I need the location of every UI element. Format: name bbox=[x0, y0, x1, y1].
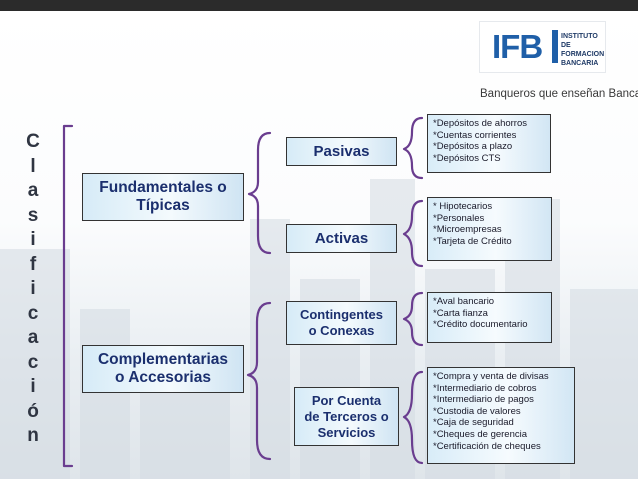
title-letter: ó bbox=[27, 400, 39, 422]
pasivas-details: *Depósitos de ahorros *Cuentas corriente… bbox=[427, 114, 551, 173]
pasivas-box: Pasivas bbox=[286, 137, 397, 166]
title-letter: a bbox=[27, 327, 39, 348]
main-bracket bbox=[62, 124, 74, 468]
title-letter: f bbox=[29, 253, 37, 275]
logo-subtitle: INSTITUTO DE FORMACION BANCARIA bbox=[561, 33, 605, 67]
title-letter: c bbox=[27, 302, 39, 324]
complementarias-box: Complementarias o Accesorias bbox=[82, 345, 244, 393]
por-cuenta-box: Por Cuenta de Terceros o Servicios bbox=[294, 387, 399, 446]
logo-letters: IFB bbox=[492, 28, 543, 65]
vertical-title: C l a s i f i c a c i ó n bbox=[23, 130, 43, 449]
title-letter: i bbox=[30, 278, 36, 299]
brace-complementarias bbox=[246, 301, 272, 461]
logo-slogan: Banqueros que enseñan Banca bbox=[480, 88, 638, 100]
brace-por-cuenta bbox=[402, 370, 424, 465]
title-letter: c bbox=[27, 351, 39, 373]
title-letter: a bbox=[27, 180, 39, 201]
top-bar bbox=[0, 0, 638, 11]
title-letter: n bbox=[27, 425, 39, 446]
logo-bar bbox=[552, 30, 558, 63]
contingentes-details: *Aval bancario *Carta fianza *Crédito do… bbox=[427, 292, 552, 343]
ifb-logo: IFB INSTITUTO DE FORMACION BANCARIA Banq… bbox=[474, 22, 638, 108]
fundamentales-box: Fundamentales o Típicas bbox=[82, 173, 244, 221]
brace-fundamentales bbox=[247, 131, 272, 255]
brace-activas bbox=[402, 199, 424, 268]
title-letter: l bbox=[30, 155, 36, 177]
brace-contingentes bbox=[402, 291, 424, 347]
brace-pasivas bbox=[402, 116, 424, 180]
title-letter: i bbox=[30, 229, 36, 250]
title-letter: s bbox=[27, 204, 39, 226]
logo-tile: IFB INSTITUTO DE FORMACION BANCARIA bbox=[480, 22, 605, 72]
title-letter: i bbox=[30, 376, 36, 397]
por-cuenta-details: *Compra y venta de divisas *Intermediari… bbox=[427, 367, 575, 464]
activas-details: * Hipotecarios *Personales *Microempresa… bbox=[427, 197, 552, 261]
contingentes-box: Contingentes o Conexas bbox=[286, 301, 397, 345]
title-letter: C bbox=[26, 131, 40, 152]
activas-box: Activas bbox=[286, 224, 397, 253]
